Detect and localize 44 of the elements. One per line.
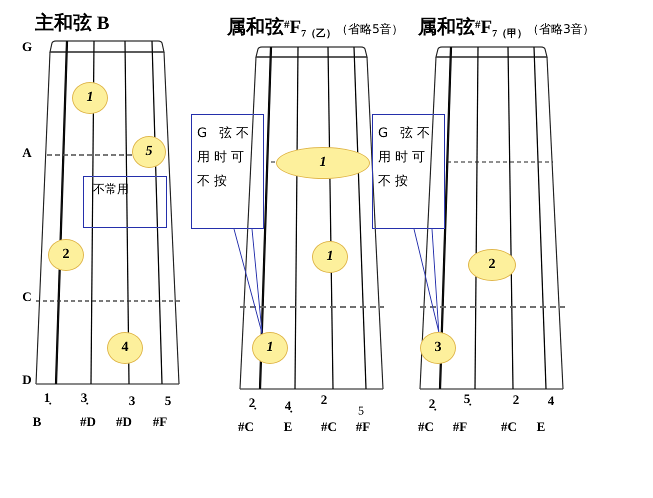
finger-number: 2̣ [248, 395, 256, 411]
finger-number: 4 [548, 393, 554, 409]
finger-number: 2 [512, 392, 520, 408]
finger-number: 5 [358, 404, 364, 418]
note-name: #F [356, 419, 370, 435]
note-name: #C [418, 419, 434, 435]
finger-oval: 1 [276, 147, 370, 179]
note-name: #F [452, 419, 468, 435]
note-name: #F [152, 414, 168, 430]
finger-circle: 4 [107, 332, 143, 364]
note-name: #C [321, 419, 337, 435]
note-name: #C [238, 419, 254, 435]
note-name: B [32, 414, 42, 430]
note-name: #D [80, 414, 96, 430]
finger-circle: 3 [420, 332, 456, 364]
finger-number: 5 [164, 393, 172, 409]
callout-box: G 弦不用时可不按 [372, 114, 445, 229]
finger-number: 3̣ [80, 390, 88, 406]
finger-number: 1̣ [44, 390, 50, 406]
finger-circle: 5 [132, 136, 166, 168]
pitch-label: D [22, 372, 32, 388]
finger-circle: 2 [468, 249, 516, 281]
chord-title: 属和弦$^{#}$F$_{7（乙）}$（省略5音） [227, 16, 404, 42]
finger-number: 4̣ [284, 398, 292, 414]
note-name: #D [116, 414, 132, 430]
finger-circle: 1 [252, 332, 288, 364]
finger-number: 2̣ [428, 396, 436, 412]
callout-box: G 弦不用时可不按 [191, 114, 264, 229]
note-name: E [536, 419, 546, 435]
callout-pointer [234, 228, 263, 334]
finger-circle: 1 [312, 241, 348, 273]
finger-number: 5̣ [464, 391, 470, 407]
finger-circle: 2 [48, 239, 84, 271]
callout-pointer [414, 228, 440, 332]
pitch-label: A [22, 145, 32, 161]
pitch-label: G [22, 39, 32, 55]
note-name: E [284, 419, 292, 435]
finger-number: 2 [320, 392, 328, 408]
note-name: #C [501, 419, 517, 435]
chord-title: 主和弦 B [35, 13, 110, 35]
finger-number: 3 [128, 393, 136, 409]
finger-circle: 1 [72, 82, 108, 114]
pitch-label: C [22, 289, 32, 305]
chord-title: 属和弦$^{#}$F$_{7（甲）}$（省略3音） [418, 16, 595, 42]
